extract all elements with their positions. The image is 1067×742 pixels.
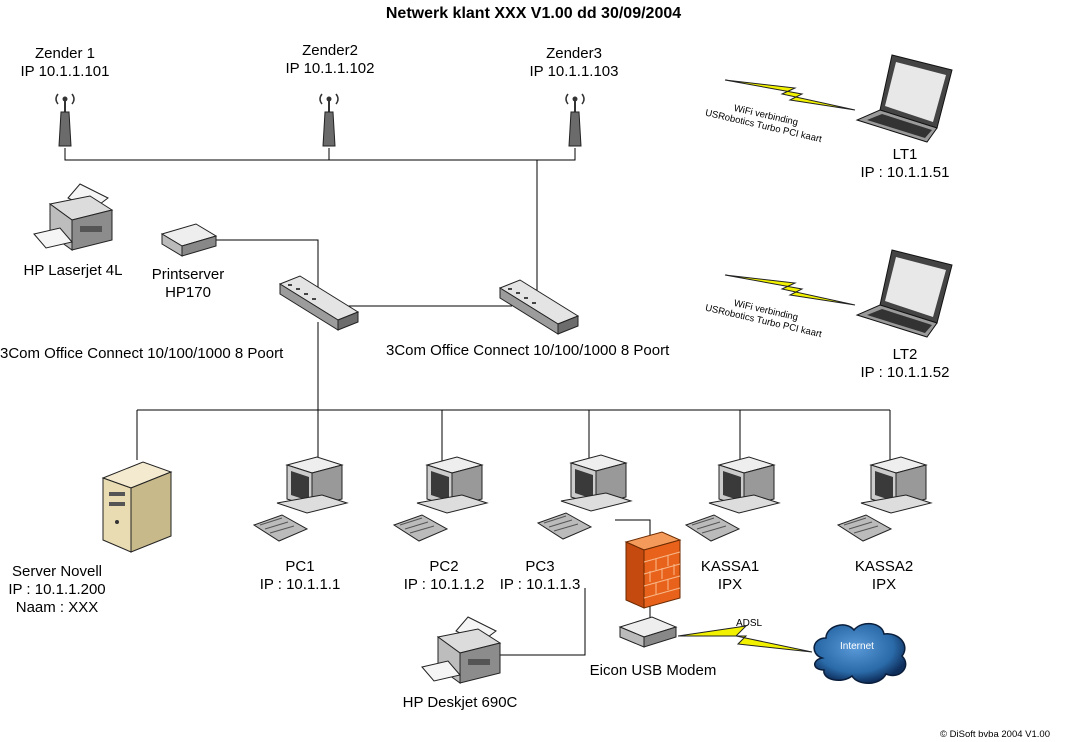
kassa2-ip: IPX	[871, 576, 897, 593]
pc-icon	[252, 456, 349, 542]
server-ip: IP : 10.1.1.200	[8, 581, 106, 598]
pc1-name: PC1	[285, 558, 315, 575]
laptop-icon	[855, 249, 953, 338]
pc3-name: PC3	[525, 558, 555, 575]
ap-3-name: Zender3	[546, 45, 602, 62]
pc-icon	[536, 454, 633, 540]
lt2-label: LT2 IP : 10.1.1.52	[845, 346, 965, 382]
pc-icon	[684, 456, 781, 542]
ap-2-name: Zender2	[302, 42, 358, 59]
pc1-ip: IP : 10.1.1.1	[259, 576, 341, 593]
ap-bus	[64, 148, 576, 161]
printserver-line2: HP170	[165, 284, 211, 301]
lt1-ip: IP : 10.1.1.51	[860, 164, 950, 181]
printer-icon	[421, 616, 502, 684]
lt2-ip: IP : 10.1.1.52	[860, 364, 950, 381]
wifi-bolt-icon	[724, 79, 856, 111]
kassa2-name: KASSA2	[854, 558, 914, 575]
lt1-label: LT1 IP : 10.1.1.51	[845, 146, 965, 182]
server-icon	[101, 461, 173, 553]
printer-icon	[33, 183, 114, 251]
adsl-label: ADSL	[736, 618, 763, 629]
pc3-ip: IP : 10.1.1.3	[499, 576, 581, 593]
adsl-bolt-icon	[677, 625, 813, 653]
server-name: Server Novell	[11, 563, 103, 580]
pc-icon	[836, 456, 933, 542]
printserver-icon	[160, 223, 218, 257]
copyright: © DiSoft bvba 2004 V1.00	[940, 729, 1050, 740]
pc3-label: PC3 IP : 10.1.1.3	[480, 558, 600, 594]
internet-cloud-icon	[813, 622, 907, 684]
switch-1-label: 3Com Office Connect 10/100/1000 8 Poort	[0, 345, 284, 362]
diagram-title: Netwerk klant XXX V1.00 dd 30/09/2004	[385, 5, 682, 22]
pc1-label: PC1 IP : 10.1.1.1	[240, 558, 360, 594]
ap-3-ip: IP 10.1.1.103	[529, 63, 619, 80]
ap-1-label: Zender 1 IP 10.1.1.101	[15, 45, 115, 81]
laserjet-label: HP Laserjet 4L	[23, 262, 123, 279]
ap-1-ip: IP 10.1.1.101	[20, 63, 110, 80]
internet-label: Internet	[840, 641, 874, 652]
pc2-ip: IP : 10.1.1.2	[403, 576, 485, 593]
kassa1-ip: IPX	[717, 576, 743, 593]
modem-icon	[618, 616, 678, 648]
printserver-line1: Printserver	[151, 266, 225, 283]
pc2-label: PC2 IP : 10.1.1.2	[384, 558, 504, 594]
ap-3-label: Zender3 IP 10.1.1.103	[524, 45, 624, 81]
antenna-icon	[565, 93, 585, 147]
pc-icon	[392, 456, 489, 542]
printserver-label: Printserver HP170	[138, 266, 238, 302]
laptop-icon	[855, 54, 953, 143]
lt2-name: LT2	[892, 346, 918, 363]
pc2-name: PC2	[429, 558, 459, 575]
antenna-icon	[319, 93, 339, 147]
lt1-name: LT1	[892, 146, 918, 163]
kassa2-label: KASSA2 IPX	[834, 558, 934, 594]
switch-icon	[498, 279, 580, 335]
kassa1-name: KASSA1	[700, 558, 760, 575]
firewall-icon	[624, 531, 682, 609]
antenna-icon	[55, 93, 75, 147]
switch-2-label: 3Com Office Connect 10/100/1000 8 Poort	[386, 342, 670, 359]
kassa1-label: KASSA1 IPX	[680, 558, 780, 594]
ap-1-name: Zender 1	[34, 45, 96, 62]
ap-2-label: Zender2 IP 10.1.1.102	[280, 42, 380, 78]
ap-2-ip: IP 10.1.1.102	[285, 60, 375, 77]
wifi-bolt-icon	[724, 274, 856, 306]
server-label: Server Novell IP : 10.1.1.200 Naam : XXX	[2, 563, 112, 617]
switch-icon	[278, 275, 360, 331]
modem-label: Eicon USB Modem	[589, 662, 717, 679]
server-naam: Naam : XXX	[15, 599, 99, 616]
deskjet-label: HP Deskjet 690C	[402, 694, 518, 711]
